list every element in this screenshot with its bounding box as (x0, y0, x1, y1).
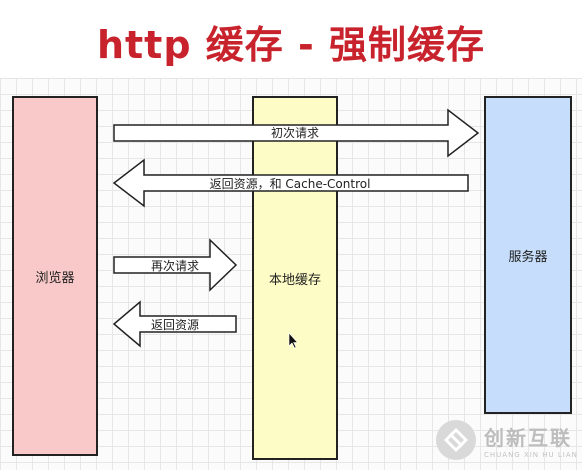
second-request-arrow (113, 238, 238, 292)
watermark: 创新互联 CHUANG XIN HU LIAN (430, 410, 582, 470)
browser-label: 浏览器 (35, 270, 75, 286)
mouse-cursor-icon (288, 332, 299, 349)
page-title: http 缓存 - 强制缓存 (96, 23, 486, 67)
return-resource-arrow (112, 300, 237, 348)
watermark-name: 创新互联 (484, 425, 572, 450)
return-resource-label: 返回资源 (151, 318, 199, 332)
return-with-header-arrow (112, 158, 469, 208)
return-with-header-label: 返回资源，和 Cache-Control (210, 177, 371, 191)
browser-column: 浏览器 (12, 96, 98, 456)
first-request-label: 初次请求 (271, 126, 319, 140)
first-request-arrow (113, 108, 480, 158)
second-request-label: 再次请求 (151, 259, 199, 273)
chuangxin-logo-icon (436, 420, 476, 460)
watermark-pinyin: CHUANG XIN HU LIAN (484, 450, 578, 459)
server-column: 服务器 (484, 96, 572, 414)
local-cache-label: 本地缓存 (268, 272, 321, 288)
server-label: 服务器 (508, 249, 548, 265)
local-cache-column: 本地缓存 (252, 96, 338, 460)
